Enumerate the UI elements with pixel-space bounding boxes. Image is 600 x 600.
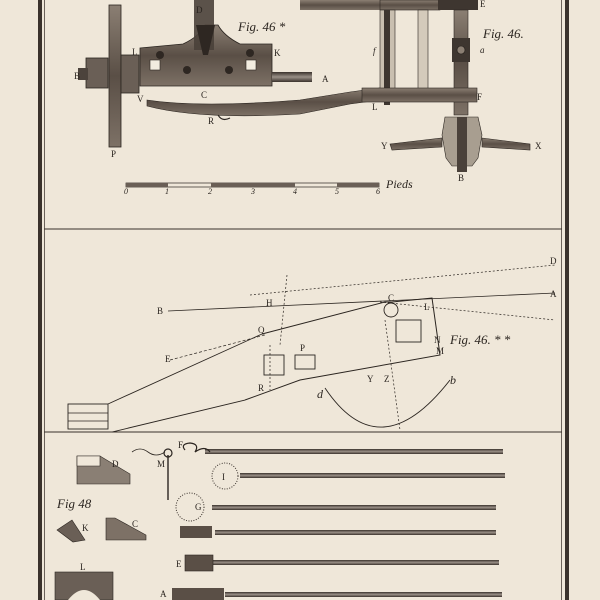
plate-border-right [565, 0, 569, 600]
gun-carriage-right [300, 0, 531, 172]
label-A-mid: A [550, 289, 557, 299]
scale-tick-1: 1 [165, 187, 169, 196]
tools [54, 442, 505, 600]
tool-label-L: L [80, 562, 86, 572]
label-Y: Y [381, 141, 388, 151]
gun-carriage-left [78, 0, 381, 148]
label-M-mid: M [436, 346, 445, 356]
plate-border-left-inner [44, 0, 45, 600]
label-C: C [201, 90, 208, 100]
scale-tick-4: 4 [293, 187, 297, 196]
geometry-diagram [67, 264, 556, 433]
scale-tick-2: 2 [208, 187, 212, 196]
label-L-mid: L [424, 302, 430, 312]
fig-46-right-label: Fig. 46. [483, 26, 524, 41]
label-D-mid: D [550, 256, 557, 266]
label-b-arc: b [450, 373, 456, 387]
tool-label-A: A [160, 589, 167, 599]
label-f: f [373, 46, 376, 56]
label-Y-mid: Y [367, 374, 374, 384]
fig-46-left-label: Fig. 46 * [238, 19, 286, 34]
label-B: B [74, 71, 81, 81]
label-a-right: a [480, 45, 485, 55]
tool-label-E: E [176, 559, 182, 569]
plate-border-right-inner [561, 0, 562, 600]
label-P: P [111, 149, 117, 159]
label-V: V [137, 94, 144, 104]
label-A: A [322, 74, 329, 84]
label-K: K [274, 48, 281, 58]
scale-tick-3: 3 [251, 187, 255, 196]
label-D: D [196, 5, 203, 15]
plate-border-left [38, 0, 42, 600]
tool-label-G: G [195, 502, 202, 512]
scale-tick-6: 6 [376, 187, 380, 196]
fig-46-double-star-label: Fig. 46. * * [450, 332, 511, 347]
tool-label-F: F [178, 440, 184, 450]
tool-label-I: I [222, 472, 225, 482]
label-E-right: E [480, 0, 486, 9]
label-E-mid: E [165, 354, 171, 364]
label-C-mid: C [388, 293, 395, 303]
scale-tick-5: 5 [335, 187, 339, 196]
label-R-mid: R [258, 383, 265, 393]
label-H-mid: H [266, 298, 273, 308]
label-L: L [132, 47, 138, 57]
label-d-mid: d [317, 387, 323, 401]
scale-unit-label: Pieds [386, 177, 413, 191]
label-B-bottom: B [458, 173, 465, 183]
label-X: X [535, 141, 542, 151]
tool-label-D: D [112, 459, 119, 469]
label-Z-mid: Z [384, 374, 390, 384]
scale-tick-0: 0 [124, 187, 128, 196]
tool-label-M: M [157, 459, 166, 469]
label-P-mid: P [300, 343, 306, 353]
fig-48-label: Fig 48 [57, 496, 92, 511]
label-F-right: F [477, 92, 483, 102]
tool-label-K: K [82, 523, 89, 533]
label-R: R [208, 116, 215, 126]
tool-label-C: C [132, 519, 139, 529]
label-L-right: L [372, 102, 378, 112]
label-N-mid: N [434, 335, 441, 345]
label-B-mid: B [157, 306, 164, 316]
scale-bar [125, 182, 380, 188]
label-Q-mid: Q [258, 325, 265, 335]
